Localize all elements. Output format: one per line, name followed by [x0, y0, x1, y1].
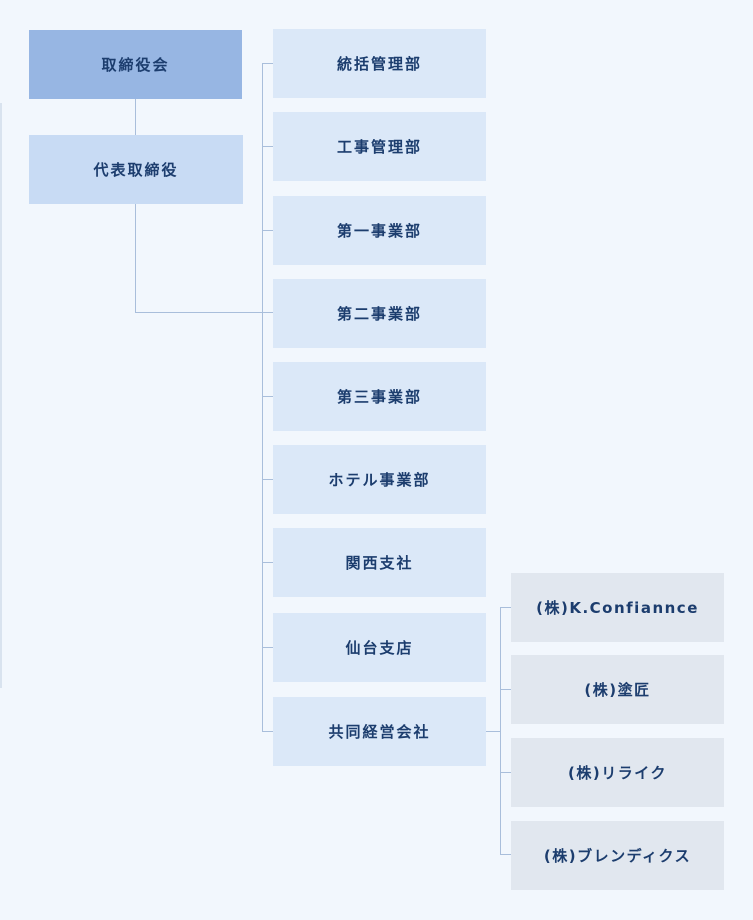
- board-box: 取締役会: [29, 30, 242, 99]
- dept-box: 共同経営会社: [273, 697, 486, 766]
- dept-box: 仙台支店: [273, 613, 486, 682]
- affiliate-box: (株)リライク: [511, 738, 724, 807]
- dept-box: ホテル事業部: [273, 445, 486, 514]
- dept-box: 第二事業部: [273, 279, 486, 348]
- affiliate-box: (株)塗匠: [511, 655, 724, 724]
- affiliate-box: (株)ブレンディクス: [511, 821, 724, 890]
- dept-box: 工事管理部: [273, 112, 486, 181]
- affiliate-box: (株)K.Confiannce: [511, 573, 724, 642]
- representative-box: 代表取締役: [29, 135, 243, 204]
- dept-box: 第一事業部: [273, 196, 486, 265]
- dept-box: 第三事業部: [273, 362, 486, 431]
- connector-rep-trunk: [135, 204, 273, 313]
- dept-box: 関西支社: [273, 528, 486, 597]
- dept-box: 統括管理部: [273, 29, 486, 98]
- left-edge-divider: [0, 103, 2, 688]
